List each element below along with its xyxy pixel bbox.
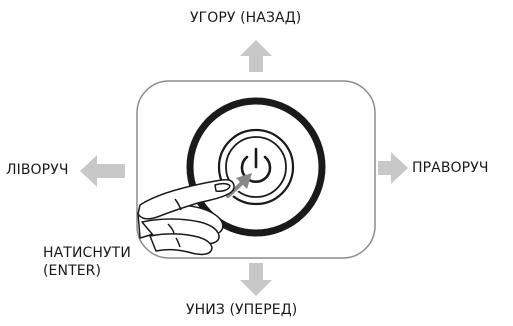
arrow-right-icon bbox=[378, 152, 408, 184]
press-arrow-icon bbox=[224, 173, 252, 200]
arrow-left-icon bbox=[80, 155, 125, 187]
left-label: ЛІВОРУЧ bbox=[6, 162, 69, 178]
press-enter-label: НАТИСНУТИ (ENTER) bbox=[43, 244, 131, 280]
hand-pressing-icon bbox=[137, 179, 235, 256]
power-icon bbox=[240, 147, 272, 184]
arrow-down-icon bbox=[240, 263, 272, 296]
up-back-label: УГОРУ (НАЗАД) bbox=[190, 10, 302, 26]
down-forward-label: УНИЗ (УПЕРЕД) bbox=[186, 302, 298, 318]
right-label: ПРАВОРУЧ bbox=[412, 160, 489, 176]
arrow-up-icon bbox=[240, 40, 272, 72]
press-label-line1: НАТИСНУТИ bbox=[43, 245, 131, 261]
press-label-line2: (ENTER) bbox=[43, 263, 102, 279]
